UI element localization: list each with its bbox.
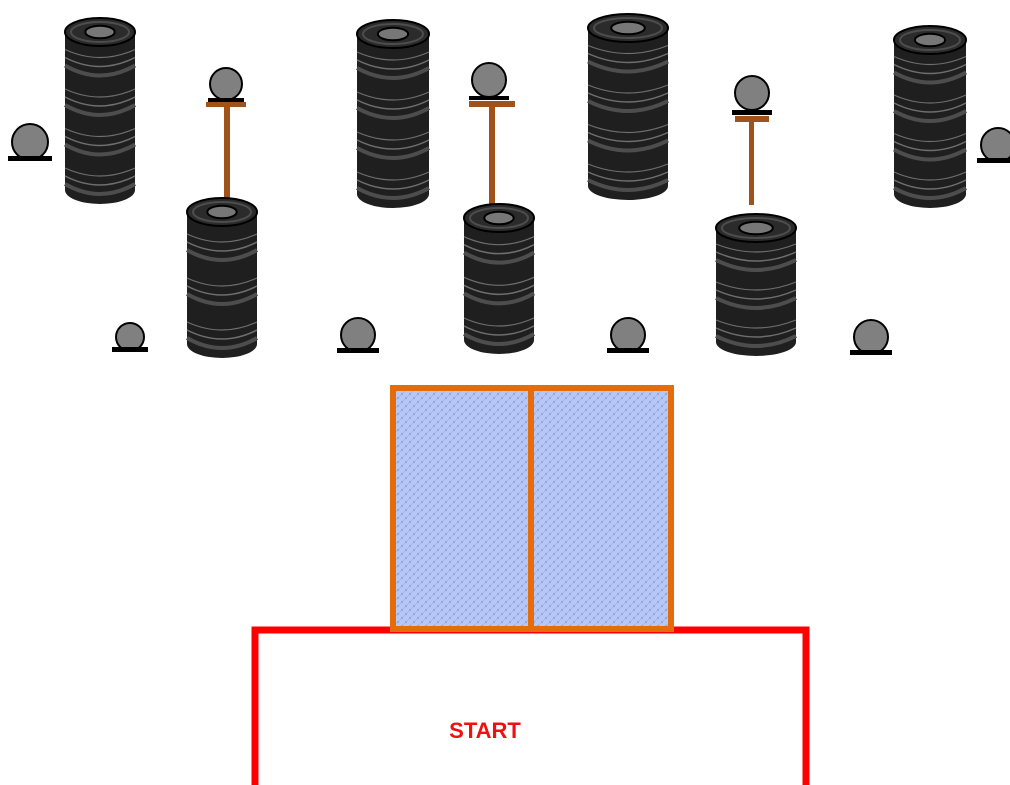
back-tire-stacks [65,14,966,208]
ground-ball-3 [337,318,379,353]
back-tire-stack-3 [588,14,668,200]
crossbar [206,102,246,107]
post [489,105,495,205]
water-pit-left-section [394,388,531,628]
pole-crossbar-1 [206,68,246,210]
crossbar [469,101,515,107]
front-tire-stack-2 [464,204,534,354]
ball-icon [210,68,242,100]
pole-crossbar-3 [732,76,772,205]
start-label: START [449,718,521,743]
post [224,105,230,210]
ball-base [732,110,772,115]
post [749,120,754,205]
front-tire-stack-3 [716,214,796,356]
ground-ball-6 [977,128,1010,163]
back-tire-stack-4 [894,26,966,208]
pole-crossbar-2 [469,63,515,205]
water-pit-right-section [531,388,670,628]
front-tire-stack-1 [187,198,257,358]
water-pit [393,388,671,629]
back-tire-stack-1 [65,18,135,204]
ground-ball-4 [607,318,649,353]
start-area-border [255,630,806,785]
ball-base [469,96,509,100]
ground-ball-1 [8,124,52,161]
ball-icon [735,76,769,110]
ground-ball-5 [850,320,892,355]
front-tire-stacks [187,198,796,358]
ball-icon [472,63,506,97]
back-tire-stack-2 [357,20,429,208]
ground-ball-2 [112,323,148,352]
crossbar [735,116,769,122]
ball-base [208,98,244,102]
